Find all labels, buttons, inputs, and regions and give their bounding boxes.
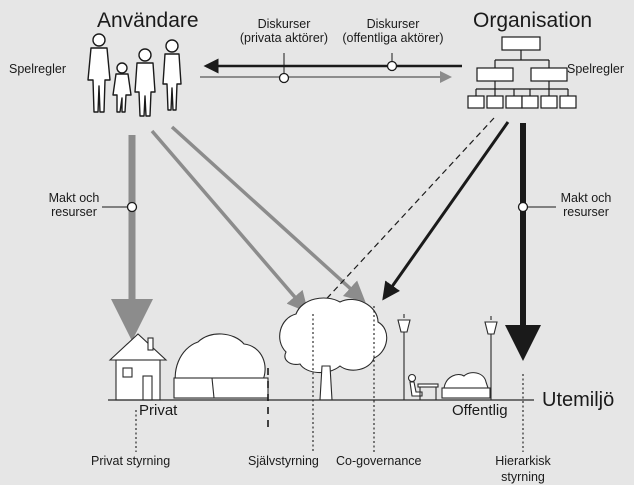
- governance-private-label: Privat styrning: [91, 454, 171, 468]
- rules-right-label: Spelregler: [567, 62, 624, 76]
- discourse-public-label: Diskurser (offentliga aktörer): [328, 17, 458, 46]
- power-left-line1: Makt och: [48, 191, 100, 205]
- organisation-title: Organisation: [473, 9, 593, 32]
- discourse-public-line2: (offentliga aktörer): [342, 31, 444, 46]
- power-left-line2: resurser: [51, 205, 97, 220]
- discourse-private-line2: (privata aktörer): [239, 31, 329, 46]
- street-lamp-icon: [397, 314, 411, 400]
- discourse-private-line1: Diskurser: [257, 17, 311, 31]
- users-people-icon: [87, 33, 182, 117]
- discourse-private-dot: [278, 72, 290, 84]
- power-left-dot: [126, 201, 138, 213]
- street-lamp-icon: [484, 316, 498, 400]
- power-right-label: Makt och resurser: [556, 191, 616, 220]
- governance-hierarchical-label: Hierarkisk styrning: [488, 454, 558, 485]
- flower-bed-icon: [441, 372, 491, 399]
- ground-private-label: Privat: [139, 402, 178, 419]
- power-left-label: Makt och resurser: [46, 191, 102, 220]
- users-title: Användare: [97, 9, 199, 32]
- users-to-co-arrow: [170, 125, 366, 303]
- streetscape: [108, 297, 498, 401]
- power-right-line1: Makt och: [560, 191, 612, 205]
- org-to-co-arrow: [382, 121, 510, 301]
- power-right-line2: resurser: [563, 205, 609, 220]
- rules-left-label: Spelregler: [9, 62, 66, 76]
- bench-person-icon: [407, 373, 439, 400]
- governance-co-label: Co-governance: [336, 454, 422, 468]
- central-tree-icon: [279, 297, 388, 401]
- power-right-dot: [517, 201, 529, 213]
- discourse-private-label: Diskurser (privata aktörer): [218, 17, 350, 46]
- org-to-self-dashed-arrow: [317, 117, 495, 309]
- ground-environment-label: Utemiljö: [542, 389, 615, 411]
- organisation-chart-icon: [467, 36, 577, 109]
- hedge-tree-icon: [173, 333, 269, 399]
- house-icon: [108, 333, 168, 401]
- governance-hier-line1: Hierarkisk: [495, 454, 551, 468]
- discourse-public-dot: [386, 60, 398, 72]
- users-to-self-arrow: [150, 129, 309, 313]
- discourse-public-line1: Diskurser: [366, 17, 420, 31]
- ground-public-label: Offentlig: [452, 402, 508, 419]
- governance-hier-line2: styrning: [501, 469, 545, 484]
- governance-self-label: Självstyrning: [248, 454, 319, 468]
- governance-leaders: [135, 306, 524, 452]
